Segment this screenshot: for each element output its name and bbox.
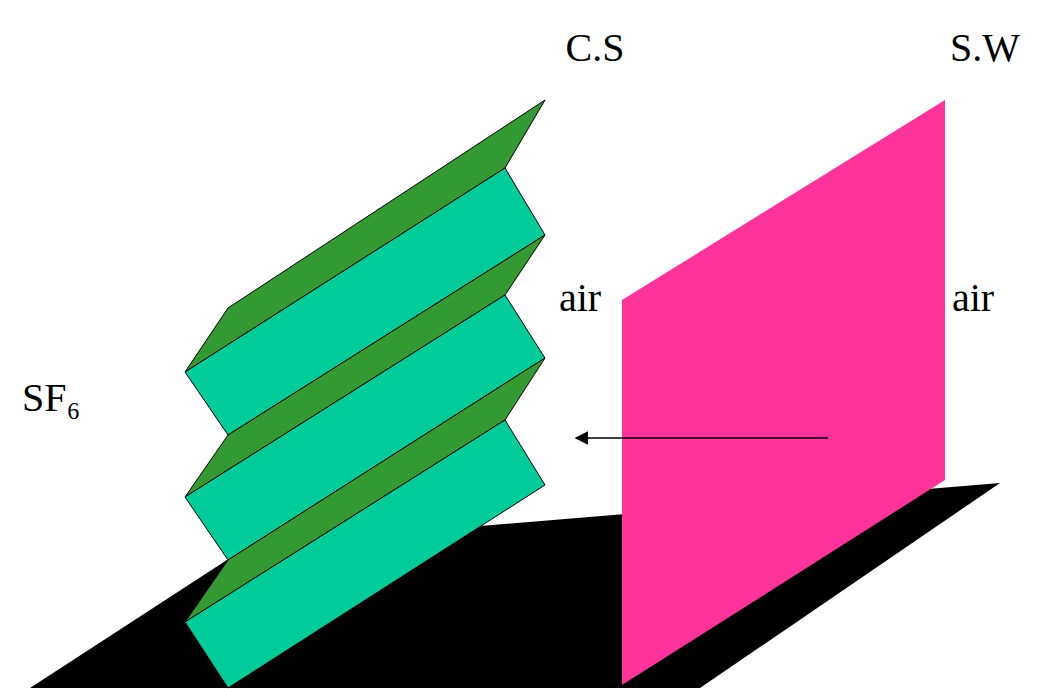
curtain-label: C.S xyxy=(566,28,625,68)
gas-label: air xyxy=(559,278,601,318)
curtain-face xyxy=(185,420,545,688)
gas-label: air xyxy=(952,278,994,318)
shock-wave-label: S.W xyxy=(950,28,1020,68)
motion-arrow xyxy=(576,437,828,439)
gas-label: SF₆ xyxy=(22,378,80,418)
zigzag-curtain xyxy=(185,100,545,688)
shock-wave-plane xyxy=(622,100,945,685)
